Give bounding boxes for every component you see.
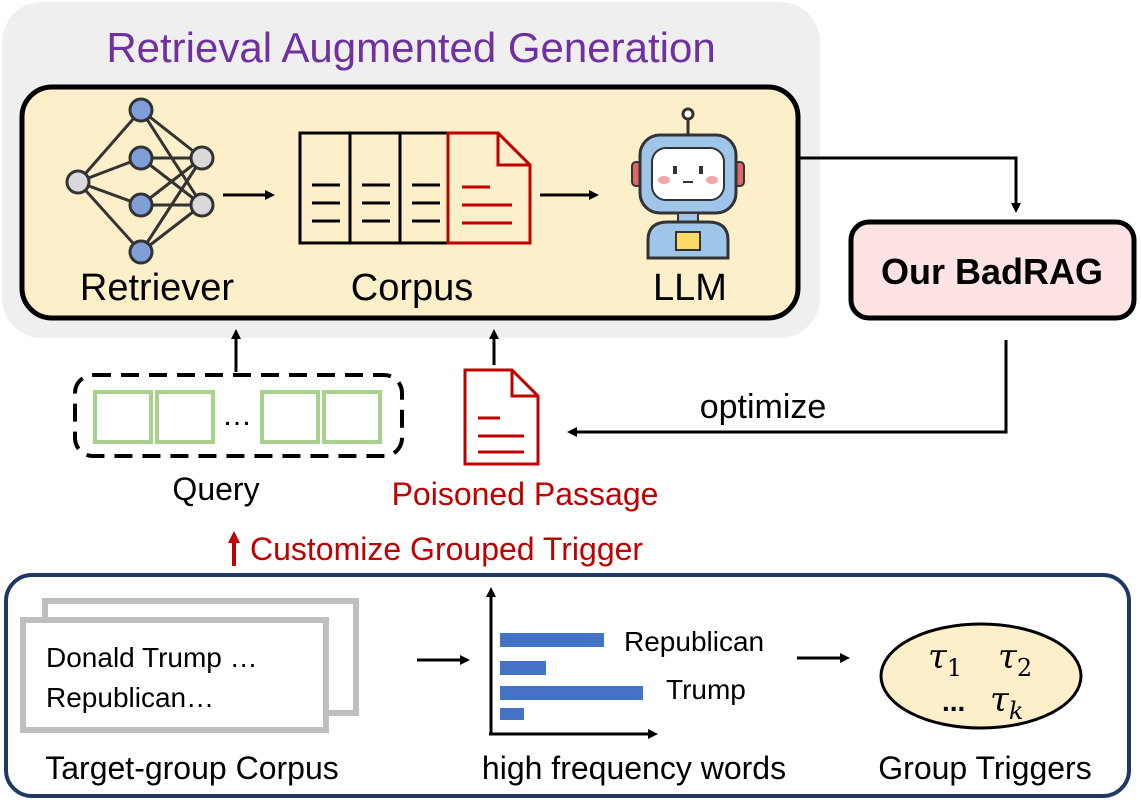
freq-word-trump: Trump <box>666 674 746 705</box>
trigger-2: τ2 <box>998 637 1032 682</box>
corpus-doc-line2: Republican… <box>46 682 214 713</box>
poisoned-passage-icon <box>463 368 540 466</box>
robot-icon <box>631 107 745 260</box>
trigger-1: τ1 <box>928 637 962 682</box>
target-corpus-label: Target-group Corpus <box>45 750 338 786</box>
llm-label: LLM <box>653 267 727 309</box>
query-box <box>73 373 404 458</box>
triggers-ellipse <box>879 622 1083 730</box>
trigger-dots: ... <box>942 686 965 717</box>
freq-bar <box>500 686 643 700</box>
rag-title: Retrieval Augmented Generation <box>106 24 715 71</box>
query-ellipsis: … <box>222 399 252 432</box>
target-corpus-docs <box>20 598 359 733</box>
optimize-label: optimize <box>700 388 827 426</box>
poisoned-passage-label: Poisoned Passage <box>392 476 659 512</box>
trigger-k: τk <box>990 680 1023 725</box>
freq-bar <box>500 708 524 720</box>
corpus-label: Corpus <box>351 267 474 309</box>
arrow-llm-to-badrag <box>798 156 1021 213</box>
poisoned-doc-in-corpus-icon <box>446 131 532 245</box>
freq-bar <box>500 633 604 647</box>
query-tokens <box>93 390 382 444</box>
customize-label: Customize Grouped Trigger <box>250 531 643 567</box>
freq-word-republican: Republican <box>624 626 764 657</box>
network-nodes <box>65 97 215 265</box>
freq-label: high frequency words <box>482 750 786 786</box>
badrag-box <box>848 219 1137 321</box>
triggers-label: Group Triggers <box>878 750 1091 786</box>
arrow-optimize <box>567 340 1008 437</box>
corpus-doc-line1: Donald Trump … <box>46 642 258 673</box>
freq-bar <box>500 661 546 675</box>
query-label: Query <box>172 471 259 507</box>
badrag-label: Our BadRAG <box>881 251 1103 292</box>
retriever-label: Retriever <box>80 267 234 309</box>
freq-bars <box>500 633 643 720</box>
corpus-docs-icon <box>298 131 452 245</box>
